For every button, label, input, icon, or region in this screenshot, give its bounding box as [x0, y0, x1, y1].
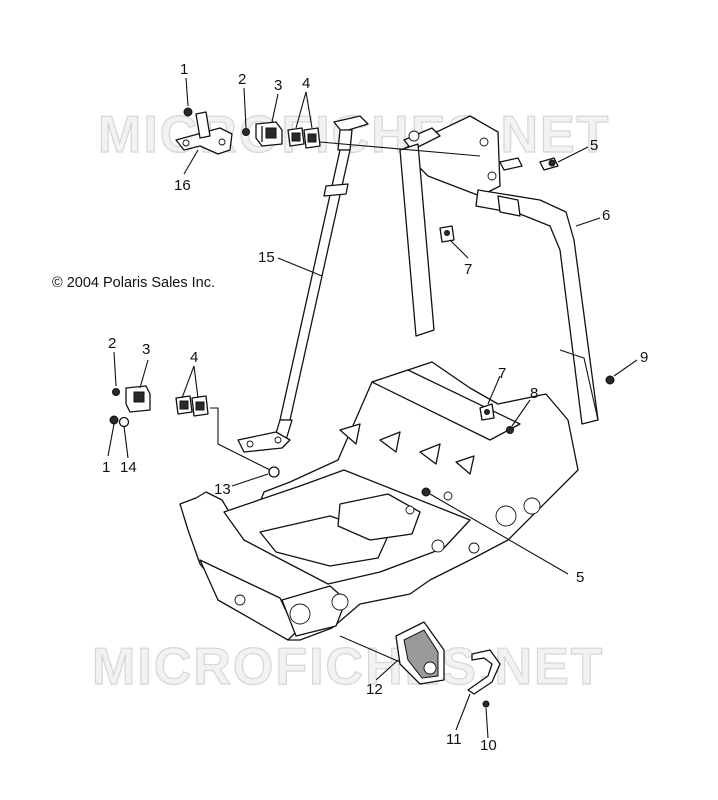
- washer-part-14: [118, 416, 130, 428]
- nut-part-9: [605, 375, 615, 385]
- boot-part-12: [395, 621, 445, 685]
- bolt-part-2-top: [242, 128, 250, 136]
- callout-13: 13: [214, 481, 231, 498]
- callout-2-top: 2: [238, 71, 246, 88]
- callout-6: 6: [602, 207, 610, 224]
- callout-3-top: 3: [274, 77, 282, 94]
- callout-9: 9: [640, 349, 648, 366]
- bracket-part-16: [175, 111, 233, 155]
- clip-part-7-mid: [479, 403, 495, 421]
- callout-2-left: 2: [108, 335, 116, 352]
- callout-4-top: 4: [302, 75, 310, 92]
- callout-7-top: 7: [464, 261, 472, 278]
- steering-support-part-6: [399, 115, 599, 425]
- screw-part-10: [482, 700, 490, 708]
- bracket-part-11: [467, 649, 501, 695]
- callout-10: 10: [480, 737, 497, 754]
- steering-post-part-15: [237, 115, 369, 453]
- leader-lines: [107, 77, 638, 739]
- bolt-part-5-mid: [421, 487, 431, 497]
- callout-5-top: 5: [590, 137, 598, 154]
- bolt-part-8: [506, 426, 514, 434]
- nut-part-1-left: [109, 415, 119, 425]
- callout-1-left: 1: [102, 459, 110, 476]
- clamp-part-3-left: [125, 385, 151, 413]
- bolt-part-5-top: [539, 157, 559, 171]
- callout-8: 8: [530, 385, 538, 402]
- watermark-top: MICROFICHES.NET: [98, 106, 610, 164]
- copyright-text: © 2004 Polaris Sales Inc.: [52, 275, 215, 291]
- callout-7-mid: 7: [498, 365, 506, 382]
- clip-part-7-top: [439, 225, 455, 243]
- bushing-part-4-top: [287, 127, 321, 149]
- callout-5-mid: 5: [576, 569, 584, 586]
- callout-11: 11: [446, 731, 462, 748]
- callout-12: 12: [366, 681, 383, 698]
- callout-16: 16: [174, 177, 191, 194]
- clamp-part-3-top: [255, 121, 283, 147]
- callout-4-left: 4: [190, 349, 198, 366]
- nut-part-1-top: [183, 107, 193, 117]
- callout-14: 14: [120, 459, 137, 476]
- bushing-part-4-left: [175, 395, 209, 417]
- frame-chassis: [179, 361, 579, 641]
- callout-1-top: 1: [180, 61, 188, 78]
- callout-3-left: 3: [142, 341, 150, 358]
- bolt-part-2-left: [112, 388, 120, 396]
- callout-15: 15: [258, 249, 275, 266]
- washer-part-13: [268, 466, 280, 478]
- watermark-bottom: MICROFICHES.NET: [92, 638, 604, 696]
